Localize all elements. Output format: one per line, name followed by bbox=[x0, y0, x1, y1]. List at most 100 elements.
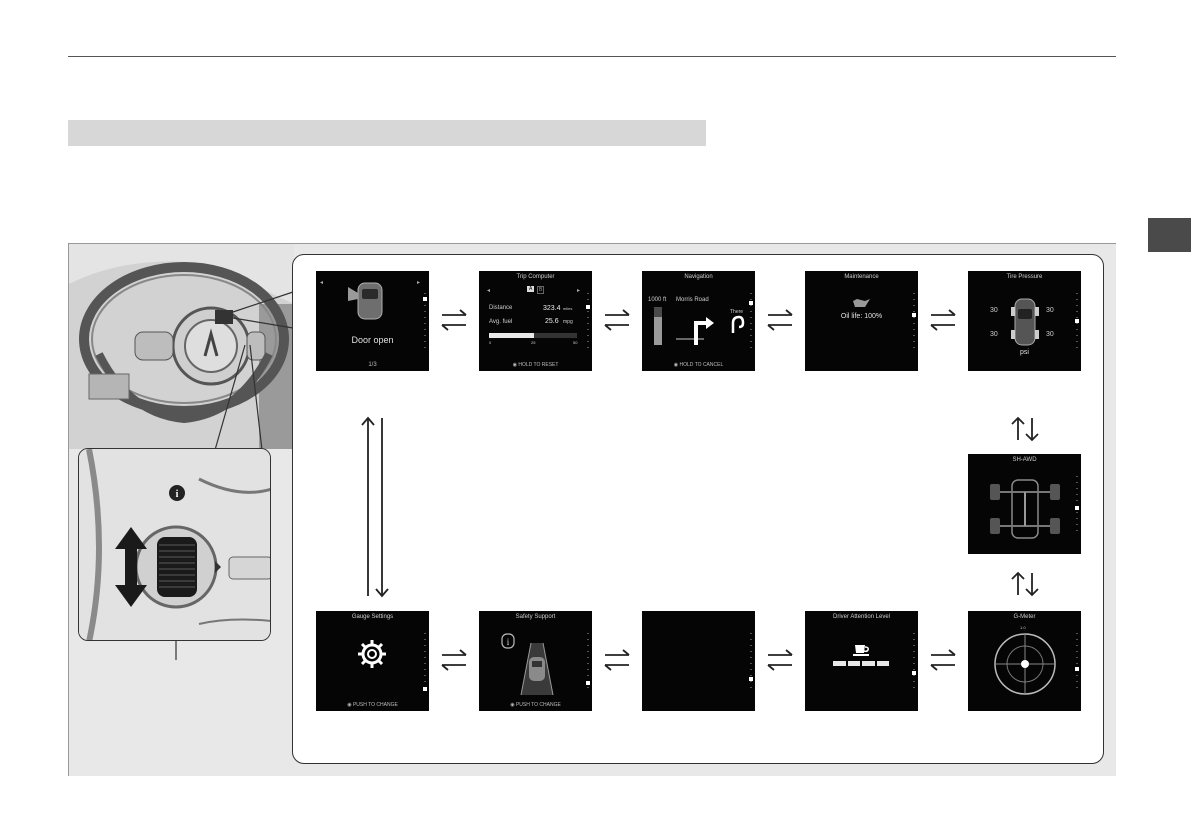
scroll-dots bbox=[750, 633, 752, 693]
scroll-dot-active bbox=[423, 687, 427, 691]
screen-title: Driver Attention Level bbox=[832, 614, 891, 620]
swap-arrow-icon bbox=[767, 309, 793, 331]
scroll-dots bbox=[587, 293, 589, 353]
scroll-dot-active bbox=[912, 671, 916, 675]
hold-to-reset-hint: ◉ HOLD TO RESET bbox=[512, 362, 559, 368]
gear-icon bbox=[358, 640, 386, 668]
attention-level-bars bbox=[833, 661, 889, 666]
swap-arrow-icon bbox=[930, 309, 956, 331]
swap-arrow-icon bbox=[441, 309, 467, 331]
door-open-label: Door open bbox=[351, 335, 394, 345]
distance-bar bbox=[654, 307, 662, 345]
screen-trip-computer: Trip Computer ◂ ▸ A B Distance 323.4 mil… bbox=[479, 271, 592, 371]
tire-rr: 30 bbox=[1046, 331, 1054, 338]
screen-title: Maintenance bbox=[844, 274, 879, 280]
page-indicator: 1/3 bbox=[368, 362, 377, 368]
swap-arrow-vertical-icon bbox=[1011, 572, 1039, 596]
steering-wheel-illustration bbox=[69, 244, 294, 449]
hand-icon: ◉ bbox=[347, 702, 353, 708]
safety-car-icon bbox=[520, 642, 554, 696]
avg-value: 25.6 bbox=[545, 318, 559, 325]
scroll-dot-active bbox=[1075, 319, 1079, 323]
trip-tab-a: A bbox=[527, 286, 535, 292]
swap-arrow-icon bbox=[604, 309, 630, 331]
up-down-arrow-icon bbox=[115, 527, 147, 607]
header-rule bbox=[68, 56, 1116, 57]
screen-sh-awd: SH-AWD bbox=[968, 454, 1081, 554]
swap-arrow-icon bbox=[441, 649, 467, 671]
svg-text:i: i bbox=[507, 637, 510, 647]
car-top-view-icon bbox=[1011, 298, 1039, 346]
swap-arrow-icon bbox=[767, 649, 793, 671]
scale-max: 50 bbox=[573, 340, 578, 345]
u-turn-icon bbox=[731, 315, 745, 333]
scroll-dot-active bbox=[586, 681, 590, 685]
scroll-dot-active bbox=[749, 301, 753, 305]
hold-to-cancel-hint: ◉ HOLD TO CANCEL bbox=[673, 362, 724, 368]
screen-title: Navigation bbox=[684, 274, 713, 280]
hand-icon: ◉ bbox=[510, 702, 516, 708]
swap-arrow-icon bbox=[930, 649, 956, 671]
tire-unit: psi bbox=[1020, 349, 1029, 356]
screen-driver-attention: Driver Attention Level bbox=[805, 611, 918, 711]
screen-title: SH-AWD bbox=[1012, 457, 1037, 463]
fuel-bar bbox=[489, 333, 577, 338]
info-icon bbox=[169, 485, 185, 501]
tire-rl: 30 bbox=[990, 331, 998, 338]
scroll-dots bbox=[1076, 633, 1078, 693]
screen-title: G-Meter bbox=[1013, 614, 1036, 620]
swap-arrow-icon bbox=[604, 649, 630, 671]
g-meter-scale: 1.0 bbox=[1020, 625, 1026, 630]
turn-right-icon bbox=[676, 317, 714, 345]
scroll-dot-active bbox=[912, 313, 916, 317]
avg-label: Avg. fuel bbox=[489, 319, 513, 325]
thumbwheel-callout: i bbox=[78, 448, 271, 641]
screen-title: Trip Computer bbox=[516, 274, 555, 280]
scale-min: 0 bbox=[489, 340, 492, 345]
hand-icon: ◉ bbox=[673, 362, 680, 368]
coffee-cup-icon bbox=[853, 645, 869, 656]
scroll-dots bbox=[587, 633, 589, 693]
nav-distance: 1000 ft bbox=[648, 297, 667, 303]
hand-icon: ◉ bbox=[512, 362, 519, 368]
awd-chassis-icon bbox=[990, 479, 1060, 539]
thumbwheel-illustration: i bbox=[79, 449, 270, 640]
screen-g-meter: G-Meter 1.0 bbox=[968, 611, 1081, 711]
scroll-dot-active bbox=[586, 305, 590, 309]
screen-blank bbox=[642, 611, 755, 711]
push-to-change-hint: ◉ PUSH TO CHANGE bbox=[347, 702, 398, 708]
scroll-dot-active bbox=[1075, 506, 1079, 510]
oil-life-text: Oil life: 100% bbox=[840, 313, 883, 320]
svg-text:i: i bbox=[176, 489, 179, 500]
screen-gauge-settings: Gauge Settings ◉ PUSH TO CHANGE bbox=[316, 611, 429, 711]
scroll-dot-active bbox=[423, 297, 427, 301]
nav-there: There bbox=[730, 309, 744, 315]
oil-can-icon bbox=[853, 299, 870, 307]
scroll-dot-active bbox=[1075, 667, 1079, 671]
avg-unit: mpg bbox=[563, 319, 573, 325]
push-to-change-hint: ◉ PUSH TO CHANGE bbox=[510, 702, 561, 708]
car-door-icon bbox=[348, 282, 383, 320]
distance-label: Distance bbox=[489, 305, 513, 311]
g-meter-dial bbox=[994, 633, 1056, 695]
distance-unit: miles bbox=[563, 306, 573, 311]
scroll-dots bbox=[913, 293, 915, 353]
screen-navigation: Navigation 1000 ft Morris Road There ◉ H… bbox=[642, 271, 755, 371]
scroll-dot-active bbox=[749, 677, 753, 681]
scroll-dots bbox=[1076, 293, 1078, 353]
screen-title: Gauge Settings bbox=[351, 614, 394, 620]
section-heading-bar bbox=[68, 120, 706, 146]
scroll-dots bbox=[424, 633, 426, 693]
screen-door-open: ◂ ▸ Door open 1/3 bbox=[316, 271, 429, 371]
chapter-tab bbox=[1148, 218, 1191, 252]
screen-title: Tire Pressure bbox=[1006, 274, 1043, 280]
screen-safety-support: Safety Support i ◉ PUSH TO CHANGE bbox=[479, 611, 592, 711]
screen-tire-pressure: Tire Pressure 30 30 30 30 psi bbox=[968, 271, 1081, 371]
trip-tab-b: B bbox=[537, 286, 545, 294]
scale-mid: 25 bbox=[531, 340, 536, 345]
distance-value: 323.4 bbox=[543, 305, 561, 312]
scroll-dots bbox=[913, 633, 915, 693]
scroll-dots bbox=[750, 293, 752, 353]
swap-arrow-vertical-icon bbox=[1011, 417, 1039, 441]
